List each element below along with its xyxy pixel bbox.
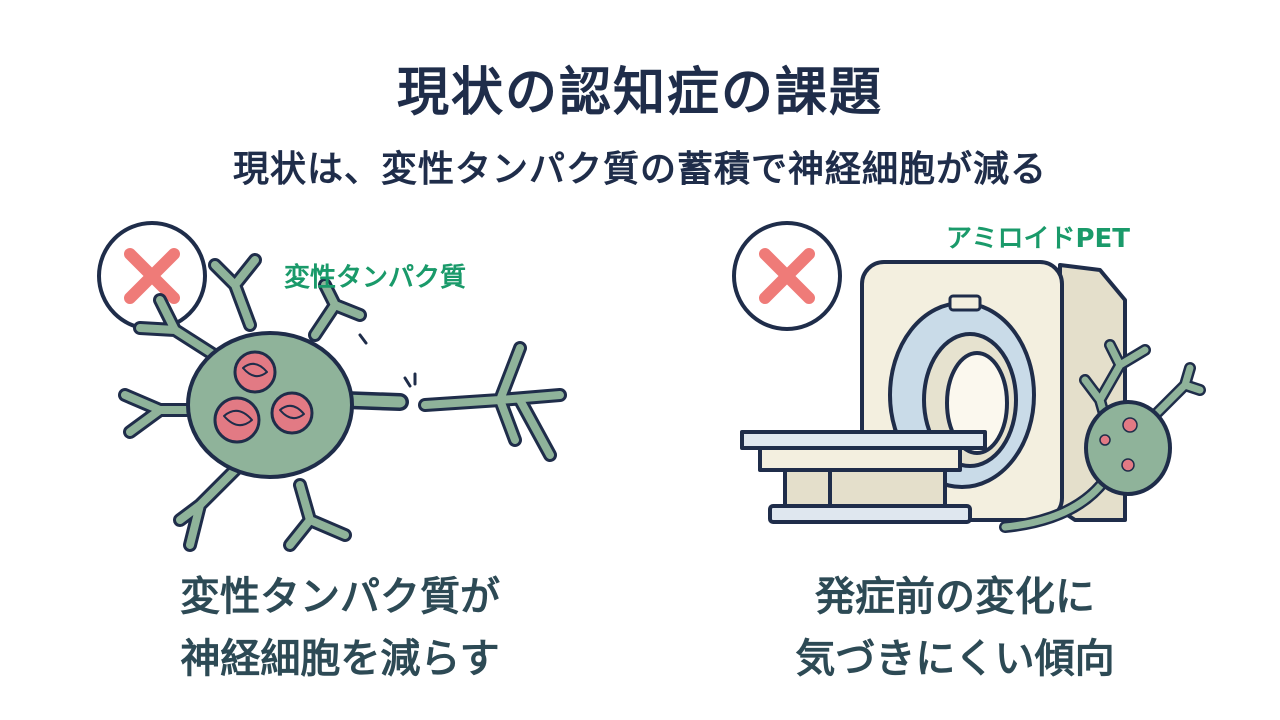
right-cross-icon [732,221,842,331]
left-caption-line1: 変性タンパク質が [180,574,500,620]
left-caption-line2: 神経細胞を減らす [180,636,500,682]
damaged-neuron-icon [118,253,567,552]
page-subtitle: 現状は、変性タンパク質の蓄積で神経細胞が減る [232,149,1047,190]
left-label: 変性タンパク質 [284,263,467,293]
right-label: アミロイドPET [946,224,1131,254]
page-title: 現状の認知症の課題 [396,63,883,123]
right-caption-line1: 発症前の変化に [815,574,1095,620]
right-caption: 発症前の変化に 気づきにくい傾向 [675,566,1235,690]
left-caption: 変性タンパク質が 神経細胞を減らす [60,566,620,690]
small-neuron-icon [999,339,1206,533]
left-cross-icon [97,221,207,331]
right-caption-line2: 気づきにくい傾向 [795,636,1115,682]
